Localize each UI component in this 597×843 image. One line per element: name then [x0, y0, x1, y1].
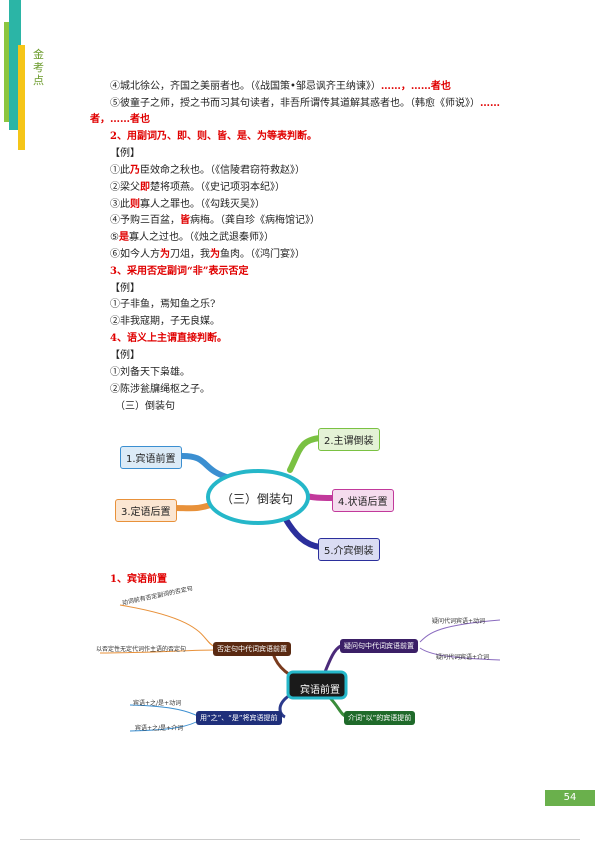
mindmap-center-label: （三）倒装句 [221, 492, 294, 506]
example-line: ⑥如今人方为刀俎，我为鱼肉。（《鸿门宴》） [110, 249, 305, 260]
mindmap2-node-negative: 否定句中代词宾语前置 [213, 642, 291, 656]
example-label: 【例】 [110, 350, 140, 361]
mindmap2-center-box [286, 670, 348, 700]
example-line: ①此乃臣效命之秋也。（《信陵君窃符救赵》） [110, 165, 305, 176]
mindmap2-leaf: 宾语+之/是+介词 [135, 725, 184, 732]
mindmap-center-ellipse [206, 469, 310, 525]
decor-bar-yellow [18, 45, 25, 150]
side-label: 金考点 [33, 48, 44, 87]
mindmap-node-4: 4.状语后置 [332, 489, 394, 512]
mindmap-node-5: 5.介宾倒装 [318, 538, 380, 561]
example-line: ②非我寇期，子无良媒。 [110, 316, 220, 327]
example-line: ⑤是寡人之过也。（《烛之武退秦师》） [110, 232, 274, 243]
text-line: 者，……者也 [90, 114, 150, 125]
mindmap2-leaf: 以否定性无定代词作主语的否定句 [96, 646, 187, 653]
mindmap-node-2: 2.主谓倒装 [318, 428, 380, 451]
mindmap2-leaf: 疑问代词宾语+介词 [436, 654, 490, 661]
decor-bar-green [4, 22, 11, 122]
example-line: ②梁父即楚将项燕。（《史记项羽本纪》） [110, 182, 285, 193]
example-line: ④予购三百盆，皆病梅。（龚自珍《病梅馆记》） [110, 215, 320, 226]
example-label: 【例】 [110, 283, 140, 294]
text-line: ⑤彼童子之师，授之书而习其句读者，非吾所谓传其道解其惑者也。（韩愈《师说》）…… [110, 98, 500, 109]
mindmap2-center-label: 宾语前置 [300, 685, 340, 696]
section-heading: 2、用副词乃、即、则、皆、是、为等表判断。 [110, 131, 317, 142]
example-line: ①刘备天下枭雄。 [110, 367, 190, 378]
example-line: ①子非鱼，焉知鱼之乐? [110, 299, 216, 310]
page-number: 54 [545, 790, 595, 806]
mindmap2-leaf: 宾语+之/是+动词 [133, 700, 182, 707]
subsection-title: （三）倒装句 [115, 401, 175, 412]
section-heading: 1、宾语前置 [110, 574, 167, 585]
example-line: ③此则寡人之罪也。（《勾践灭吴》） [110, 199, 265, 210]
mindmap2-node-zhi: 用“之”、“是”将宾语提前 [196, 711, 282, 725]
example-label: 【例】 [110, 148, 140, 159]
mindmap2-node-yi: 介词“以”的宾语提前 [344, 711, 416, 725]
mindmap2-leaf: 疑问代词宾语+动词 [432, 618, 486, 625]
mindmap-node-1: 1.宾语前置 [120, 446, 182, 469]
text-line: ④城北徐公，齐国之美丽者也。（《战国策•邹忌讽齐王纳谏》）……，……者也 [110, 81, 451, 92]
section-heading: 4、语义上主谓直接判断。 [110, 333, 227, 344]
section-heading: 3、采用否定副词“非”表示否定 [110, 266, 249, 277]
bottom-rule [20, 839, 580, 840]
mindmap-node-3: 3.定语后置 [115, 499, 177, 522]
mindmap2-node-question: 疑问句中代词宾语前置 [340, 639, 418, 653]
example-line: ②陈涉瓮牖绳枢之子。 [110, 384, 210, 395]
